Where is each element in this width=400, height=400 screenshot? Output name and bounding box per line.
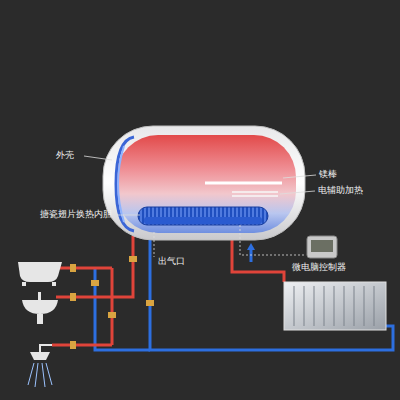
liner-seam: [116, 137, 134, 231]
part-label: 外壳: [56, 150, 74, 161]
bathtub: [18, 262, 62, 286]
magnesium-rod: [205, 182, 282, 185]
collector-tubes: [294, 286, 374, 326]
electric-heater: [232, 192, 278, 196]
controller-box: [307, 236, 337, 258]
part-label: 镁棒: [319, 169, 337, 180]
part-label: 搪瓷翅片换热内胆: [40, 209, 112, 220]
inner-tank: [116, 135, 296, 233]
outer-shell: [103, 126, 305, 240]
shower: [28, 345, 52, 387]
pipe-fittings: [70, 256, 154, 349]
leader-lines: [84, 156, 316, 257]
inlet-arrow: [247, 243, 255, 250]
finned-heat-exchanger: [138, 207, 268, 225]
part-label: 微电脑控制器: [292, 262, 346, 273]
solar-collector: [284, 282, 386, 330]
wash-basin: [22, 292, 58, 324]
part-label: 电辅助加热: [318, 185, 363, 196]
hot-pipe: [52, 236, 284, 345]
cold-pipe: [95, 236, 393, 350]
part-label: 出气口: [158, 256, 185, 267]
